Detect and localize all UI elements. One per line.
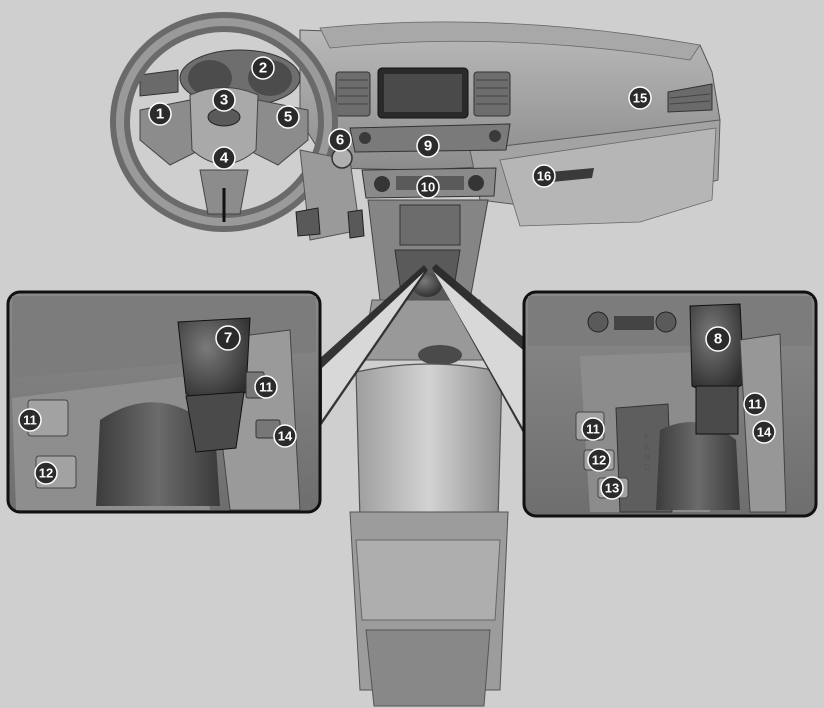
callout-11-left-inset-b: 11	[254, 375, 278, 399]
callout-13-number: 13	[605, 481, 619, 496]
callout-14-number-a: 14	[278, 429, 293, 444]
center-vent-right	[473, 71, 511, 117]
inset-pointer-left	[318, 265, 428, 430]
callout-5-number: 5	[284, 109, 292, 126]
callout-9: 9	[416, 134, 440, 158]
callout-15: 15	[628, 86, 652, 110]
shift-pattern-p: P	[644, 433, 649, 442]
shift-pattern-r: R	[644, 443, 650, 452]
callout-10: 10	[416, 175, 440, 199]
callout-2-number: 2	[259, 60, 267, 77]
callout-4-number: 4	[220, 150, 229, 167]
callout-7-number: 7	[224, 330, 232, 347]
callout-12-left-inset: 12	[34, 461, 58, 485]
callout-11-number-a: 11	[23, 413, 37, 428]
lower-dash-left	[295, 149, 365, 241]
callout-13: 13	[600, 476, 624, 500]
center-console	[361, 199, 491, 365]
inset-manual-shifter	[6, 290, 322, 514]
callout-4: 4	[212, 146, 236, 170]
armrest	[349, 363, 509, 707]
callout-14-left-inset: 14	[273, 424, 297, 448]
callout-12-number-a: 12	[39, 466, 53, 481]
callout-10-number: 10	[421, 180, 435, 195]
callout-5: 5	[276, 105, 300, 129]
inset-pointer-right	[432, 264, 527, 440]
callout-11-left-inset-a: 11	[18, 408, 42, 432]
callouts: 1 2 3 4 5 6 7 8	[18, 56, 776, 500]
callout-11-right-inset-a: 11	[581, 417, 605, 441]
callout-2: 2	[251, 56, 275, 80]
shift-pattern-d: D	[644, 463, 650, 472]
callout-6: 6	[328, 128, 352, 152]
callout-11-number-c: 11	[586, 422, 600, 437]
callout-8-number: 8	[714, 331, 722, 348]
side-vent-right	[667, 83, 713, 113]
inset-automatic-shifter: P R N D	[522, 290, 818, 518]
callout-16: 16	[532, 164, 556, 188]
callout-1-number: 1	[156, 106, 164, 123]
side-vent-left	[139, 69, 179, 97]
callout-9-number: 9	[424, 138, 432, 155]
callout-11-number-b: 11	[259, 380, 273, 395]
callout-16-number: 16	[537, 169, 551, 184]
callout-12-right-inset: 12	[587, 448, 611, 472]
glove-box-handle	[550, 168, 594, 182]
callout-7: 7	[215, 325, 241, 351]
callout-8: 8	[705, 326, 731, 352]
callout-1: 1	[148, 102, 172, 126]
callout-12-number-b: 12	[592, 453, 606, 468]
shift-pattern-n: N	[644, 453, 650, 462]
callout-15-number: 15	[633, 91, 647, 106]
callout-11-number-d: 11	[748, 397, 762, 412]
callout-3-number: 3	[220, 92, 228, 109]
callout-14-right-inset: 14	[752, 420, 776, 444]
center-vent-left	[335, 71, 371, 117]
callout-3: 3	[212, 88, 236, 112]
callout-14-number-b: 14	[757, 425, 772, 440]
infotainment-screen	[377, 67, 469, 119]
callout-11-right-inset-b: 11	[743, 392, 767, 416]
callout-6-number: 6	[336, 132, 344, 149]
steering-wheel	[110, 12, 338, 232]
